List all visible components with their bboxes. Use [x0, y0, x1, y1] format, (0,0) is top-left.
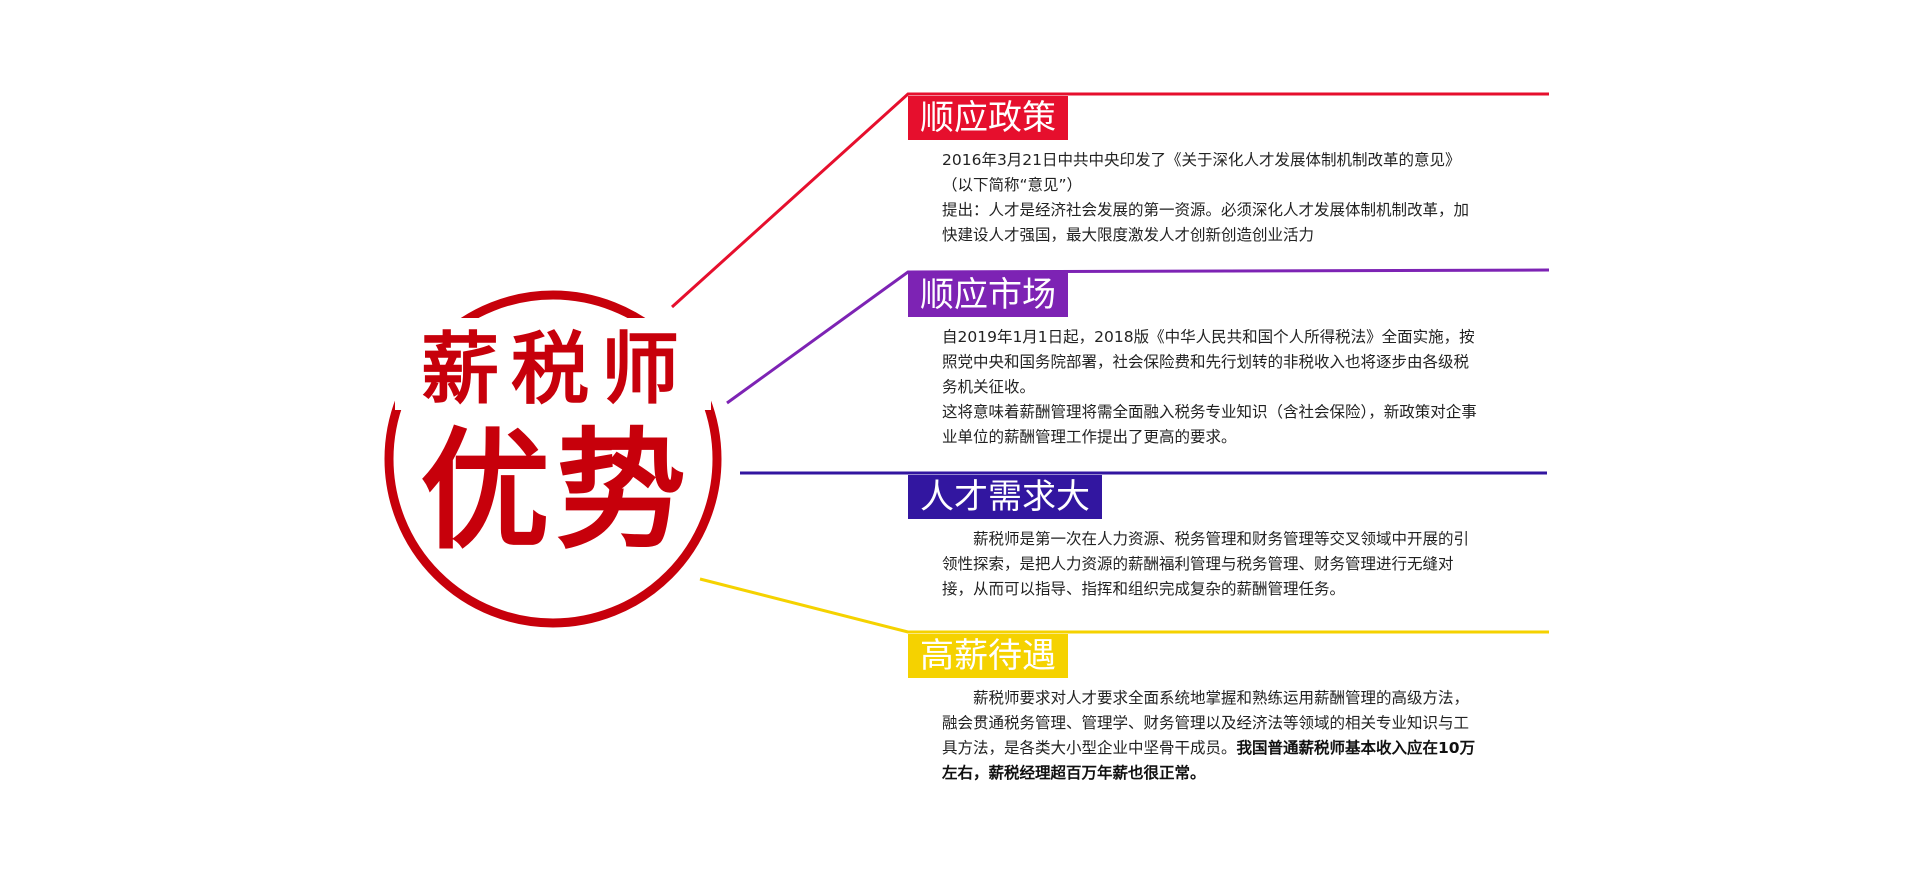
section-paragraph: 提出：人才是经济社会发展的第一资源。必须深化人才发展体制机制改革，加快建设人才强… — [942, 201, 1470, 244]
section-paragraph: 2016年3月21日中共中央印发了《关于深化人才发展体制机制改革的意见》（以下简… — [942, 151, 1461, 194]
section-paragraph: 薪税师是第一次在人力资源、税务管理和财务管理等交叉领域中开展的引领性探索，是把人… — [942, 530, 1470, 598]
connector-line-policy — [670, 92, 1549, 309]
section-paragraph-text: 薪税师要求对人才要求全面系统地掌握和熟练运用薪酬管理的高级方法，融会贯通税务管理… — [942, 689, 1470, 757]
section-paragraph: 薪税师要求对人才要求全面系统地掌握和熟练运用薪酬管理的高级方法，融会贯通税务管理… — [942, 686, 1482, 786]
section-title-policy: 顺应政策 — [908, 96, 1068, 140]
emblem-text-gap — [395, 318, 711, 410]
connector-line-market — [726, 268, 1550, 405]
emblem-title-line2: 优势 — [420, 415, 692, 567]
emblem-ring — [384, 290, 722, 628]
section-title-salary: 高薪待遇 — [908, 634, 1068, 678]
section-paragraph: 这将意味着薪酬管理将需全面融入税务专业知识（含社会保险），新政策对企事业单位的薪… — [942, 403, 1477, 446]
section-paragraph: 自2019年1月1日起，2018版《中华人民共和国个人所得税法》全面实施，按照党… — [942, 328, 1475, 396]
emblem-title-line1: 薪税师 — [421, 325, 691, 415]
section-body-policy: 2016年3月21日中共中央印发了《关于深化人才发展体制机制改革的意见》（以下简… — [942, 148, 1482, 248]
section-title-demand: 人才需求大 — [908, 475, 1102, 519]
section-body-market: 自2019年1月1日起，2018版《中华人民共和国个人所得税法》全面实施，按照党… — [942, 325, 1482, 450]
connector-line-salary — [699, 577, 1549, 634]
section-body-demand: 薪税师是第一次在人力资源、税务管理和财务管理等交叉领域中开展的引领性探索，是把人… — [942, 527, 1482, 602]
section-body-salary: 薪税师要求对人才要求全面系统地掌握和熟练运用薪酬管理的高级方法，融会贯通税务管理… — [942, 686, 1482, 786]
section-title-market: 顺应市场 — [908, 273, 1068, 317]
salary-highlight: 我国普通薪税师基本收入应在10万左右，薪税经理超百万年薪也很正常。 — [942, 739, 1476, 782]
